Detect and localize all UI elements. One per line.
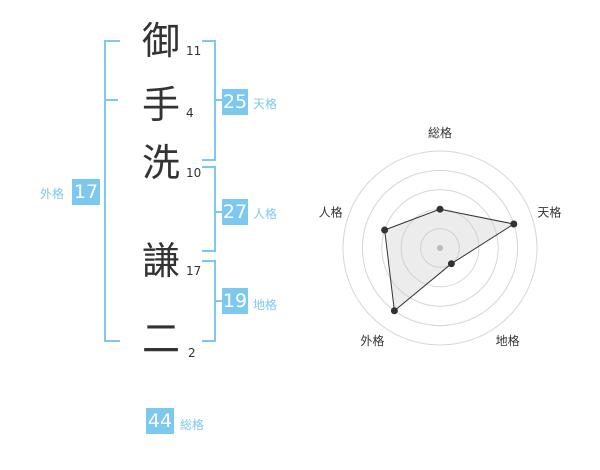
radar-area — [384, 208, 516, 312]
name-char-3: 洗 — [142, 141, 181, 185]
radar-point-2 — [510, 220, 518, 228]
radar-axis-label-4: 外格 — [360, 333, 384, 348]
stroke-count-1: 11 — [186, 44, 202, 58]
radar-axis-label-3: 地格 — [496, 333, 520, 348]
jinkaku-connector — [214, 211, 222, 213]
stroke-count-5: 2 — [188, 346, 196, 360]
stroke-count-2: 4 — [186, 106, 194, 120]
jinkaku-value: 27 — [222, 199, 248, 225]
gaikaku-bracket-mid-tick — [104, 99, 118, 101]
tenkaku-value: 25 — [222, 89, 248, 115]
name-char-4: 謙 — [142, 239, 181, 283]
radar-axis-label-2: 天格 — [537, 204, 561, 219]
tenkaku-connector — [214, 99, 222, 101]
chikaku-connector — [214, 300, 222, 302]
jinkaku-label: 人格 — [253, 207, 278, 221]
name-char-1: 御 — [142, 19, 181, 63]
chikaku-value: 19 — [222, 288, 248, 314]
radar-point-1 — [436, 205, 444, 213]
jinkaku-bracket — [202, 166, 216, 252]
radar-axis-label-1: 総格 — [428, 125, 452, 140]
stroke-count-4: 17 — [186, 264, 202, 278]
name-char-5: 二 — [142, 317, 181, 361]
gaikaku-label: 外格 — [40, 187, 65, 201]
radar-center-dot — [437, 245, 443, 251]
soukaku-value: 44 — [146, 408, 174, 434]
gaikaku-value: 17 — [72, 179, 100, 205]
radar-point-3 — [447, 260, 455, 268]
stroke-count-3: 10 — [186, 166, 202, 180]
soukaku-label: 総格 — [180, 418, 205, 432]
radar-grid-ring — [342, 150, 538, 346]
name-char-2: 手 — [142, 83, 181, 127]
radar-grid-ring — [420, 228, 460, 268]
chikaku-label: 地格 — [253, 298, 278, 312]
tenkaku-label: 天格 — [253, 97, 278, 111]
radar-point-5 — [381, 226, 389, 234]
radar-grid-ring — [361, 169, 519, 327]
radar-axis-label-5: 人格 — [319, 204, 343, 219]
radar-grid-ring — [381, 189, 499, 307]
radar-point-4 — [390, 307, 398, 315]
gaikaku-bracket — [104, 40, 120, 342]
